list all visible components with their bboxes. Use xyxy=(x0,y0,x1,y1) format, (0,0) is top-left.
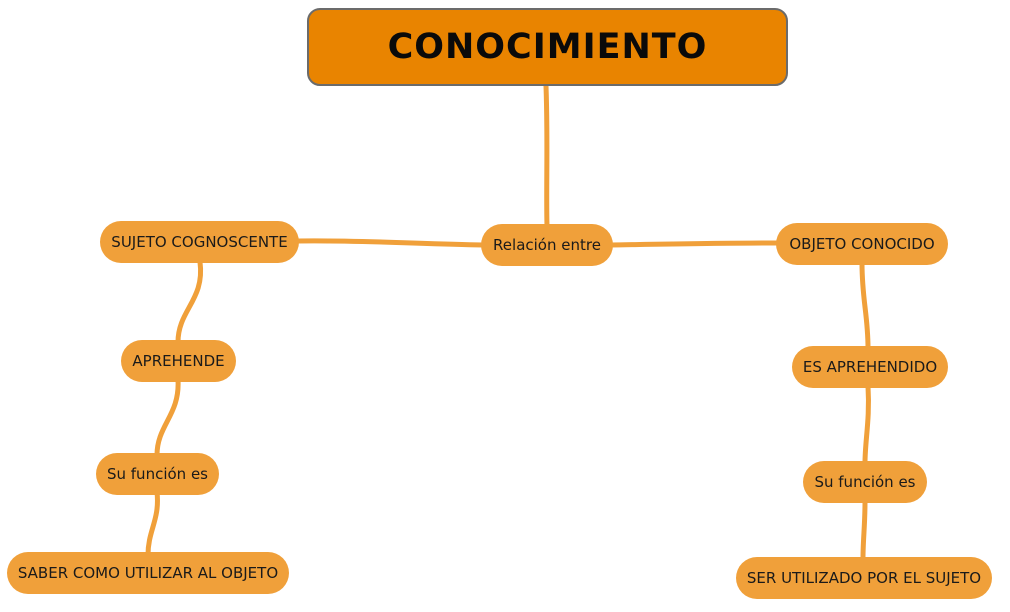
object-node-label: OBJETO CONOCIDO xyxy=(789,235,935,253)
subject-function-label: Su función es xyxy=(106,465,208,483)
object-function-label: Su función es xyxy=(814,473,916,491)
connector-object-verb xyxy=(859,260,871,351)
connector-root-center xyxy=(543,83,550,229)
object-verb-node: ES APREHENDIDO xyxy=(792,346,948,388)
object-verb-label: ES APREHENDIDO xyxy=(802,358,938,376)
object-function-value-label: SER UTILIZADO POR EL SUJETO xyxy=(746,569,982,587)
connector-center-object xyxy=(608,240,781,248)
subject-node-label: SUJETO COGNOSCENTE xyxy=(111,233,288,251)
connector-verb-function-left xyxy=(154,377,181,458)
center-node: Relación entre xyxy=(481,224,613,266)
connector-function-value-left xyxy=(145,489,160,558)
subject-node: SUJETO COGNOSCENTE xyxy=(100,221,299,263)
root-node-label: CONOCIMIENTO xyxy=(387,27,708,67)
object-function-value-node: SER UTILIZADO POR EL SUJETO xyxy=(736,557,992,599)
root-node: CONOCIMIENTO xyxy=(307,8,788,86)
object-node: OBJETO CONOCIDO xyxy=(776,223,948,265)
subject-function-node: Su función es xyxy=(96,453,219,495)
connector-verb-function-right xyxy=(862,383,871,466)
object-function-node: Su función es xyxy=(803,461,927,503)
connector-subject-verb xyxy=(175,259,204,345)
connector-function-value-right xyxy=(860,499,868,561)
center-node-label: Relación entre xyxy=(493,236,601,254)
connector-center-subject xyxy=(295,238,486,248)
subject-function-value-node: SABER COMO UTILIZAR AL OBJETO xyxy=(7,552,289,594)
subject-verb-node: APREHENDE xyxy=(121,340,236,382)
subject-verb-label: APREHENDE xyxy=(132,352,225,370)
subject-function-value-label: SABER COMO UTILIZAR AL OBJETO xyxy=(17,564,279,582)
